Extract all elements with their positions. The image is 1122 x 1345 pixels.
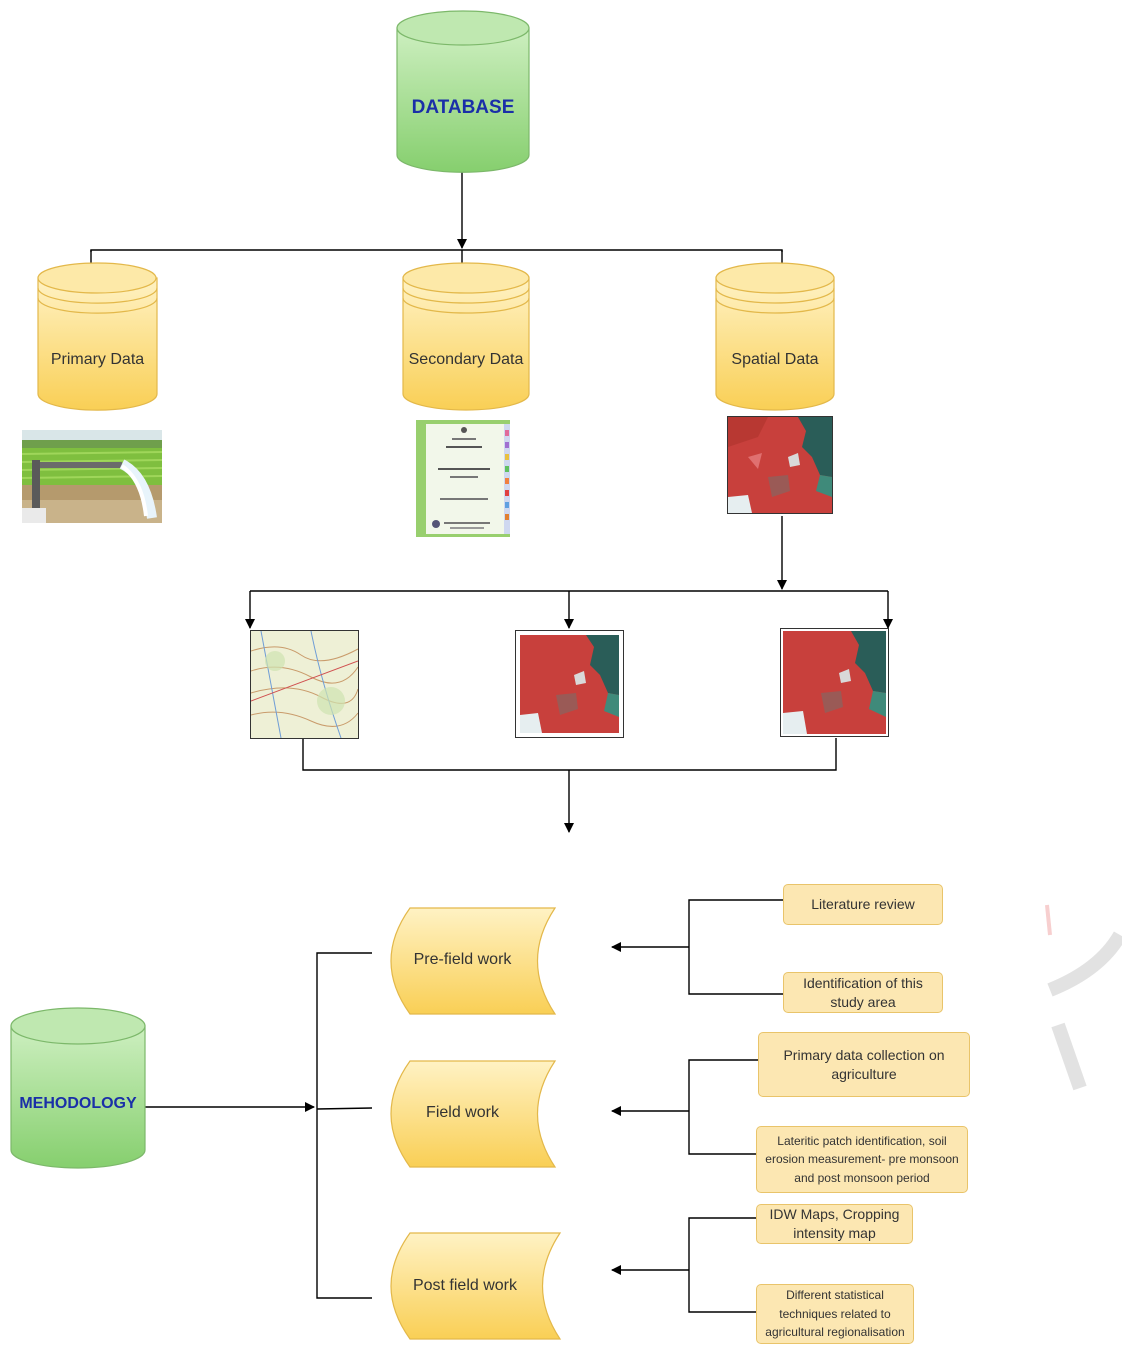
primary-data-label: Primary Data [50, 351, 145, 368]
satellite-image-spatial [727, 416, 833, 514]
satellite-image-1 [515, 630, 624, 738]
lateritic-patch-note: Lateritic patch identification, soil ero… [756, 1126, 968, 1193]
secondary-data-label: Secondary Data [408, 351, 524, 368]
post-field-work-shape [390, 1232, 562, 1340]
literature-review-note: Literature review [783, 884, 943, 925]
post-field-work-label: Post field work [412, 1277, 518, 1294]
statistical-techniques-note: Different statistical techniques related… [756, 1284, 914, 1344]
methodology-label: MEHODOLOGY [19, 1095, 137, 1112]
census-document-image [416, 420, 510, 537]
watermark-graphic [1047, 931, 1122, 1091]
database-label: DATABASE [411, 97, 515, 118]
topographic-map-image [250, 630, 359, 739]
field-work-shape [390, 1060, 557, 1168]
database-cylinder [396, 10, 530, 173]
study-area-note: Identification of this study area [783, 972, 943, 1013]
spatial-data-label: Spatial Data [731, 351, 819, 368]
primary-data-cylinder [37, 262, 158, 411]
pre-field-work-shape [390, 907, 557, 1015]
secondary-data-cylinder [402, 262, 530, 411]
methodology-cylinder [10, 1007, 146, 1169]
irrigation-photo [22, 430, 162, 523]
satellite-image-2 [780, 628, 889, 737]
pre-field-work-label: Pre-field work [413, 951, 512, 968]
primary-data-collection-note: Primary data collection on agriculture [758, 1032, 970, 1097]
field-work-label: Field work [426, 1104, 499, 1121]
spatial-data-cylinder [715, 262, 835, 411]
idw-maps-note: IDW Maps, Cropping intensity map [756, 1204, 913, 1244]
